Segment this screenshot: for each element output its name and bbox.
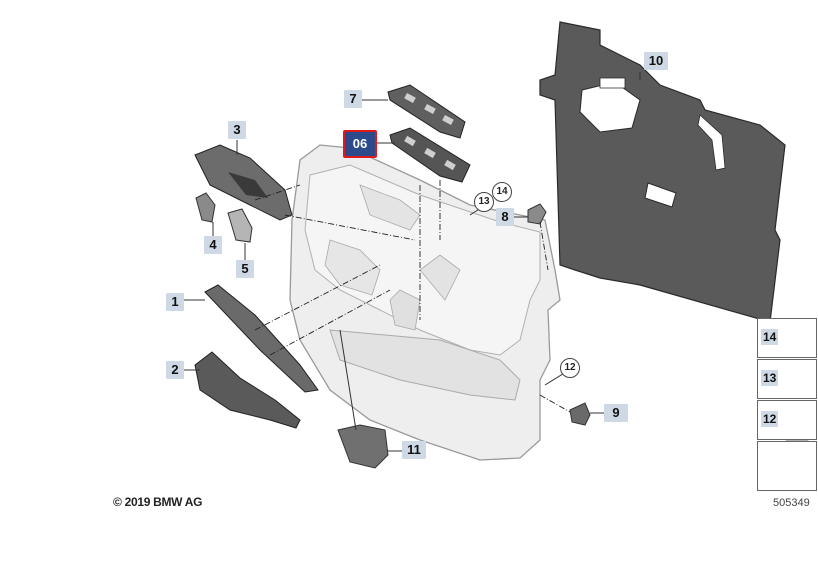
callout-4[interactable]: 4 (204, 236, 222, 254)
callout-2[interactable]: 2 (166, 361, 184, 379)
callout-1[interactable]: 1 (166, 293, 184, 311)
callout-12-circle[interactable]: 12 (560, 358, 580, 378)
callout-14-circle[interactable]: 14 (492, 182, 512, 202)
diagram-id: 505349 (773, 497, 810, 509)
callout-3[interactable]: 3 (228, 121, 246, 139)
legend-item-14[interactable]: 14 (757, 318, 817, 358)
callout-5[interactable]: 5 (236, 260, 254, 278)
small-cover-left[interactable] (195, 192, 216, 223)
armrest-trim[interactable] (194, 144, 293, 221)
legend-item-12[interactable]: 12 (757, 400, 817, 440)
small-trim-piece[interactable] (569, 402, 591, 426)
callout-06-selected[interactable]: 06 (343, 130, 377, 158)
copyright-text: © 2019 BMW AG (113, 495, 203, 509)
callout-7[interactable]: 7 (344, 90, 362, 108)
callout-9[interactable]: 9 (604, 404, 628, 422)
retaining-clip[interactable] (527, 203, 547, 225)
legend-arrow-cell (757, 441, 817, 491)
legend-label-12: 12 (761, 411, 779, 427)
callout-10[interactable]: 10 (644, 52, 668, 70)
callout-13-circle[interactable]: 13 (474, 192, 494, 212)
legend-label-14: 14 (761, 329, 779, 345)
decorative-strip-upper[interactable] (204, 284, 319, 393)
decorative-strip-lower[interactable] (194, 351, 301, 429)
legend-label-13: 13 (761, 370, 779, 386)
callout-11[interactable]: 11 (402, 441, 426, 459)
bracket-piece[interactable] (227, 208, 253, 243)
legend-item-13[interactable]: 13 (757, 359, 817, 399)
callout-8[interactable]: 8 (496, 208, 514, 226)
assembly-lines (254, 180, 571, 413)
door-trim-panel[interactable] (289, 144, 561, 461)
switch-trim-upper[interactable] (387, 84, 466, 139)
cover-cap[interactable] (337, 424, 389, 469)
sound-insulation-panel[interactable] (539, 21, 786, 323)
